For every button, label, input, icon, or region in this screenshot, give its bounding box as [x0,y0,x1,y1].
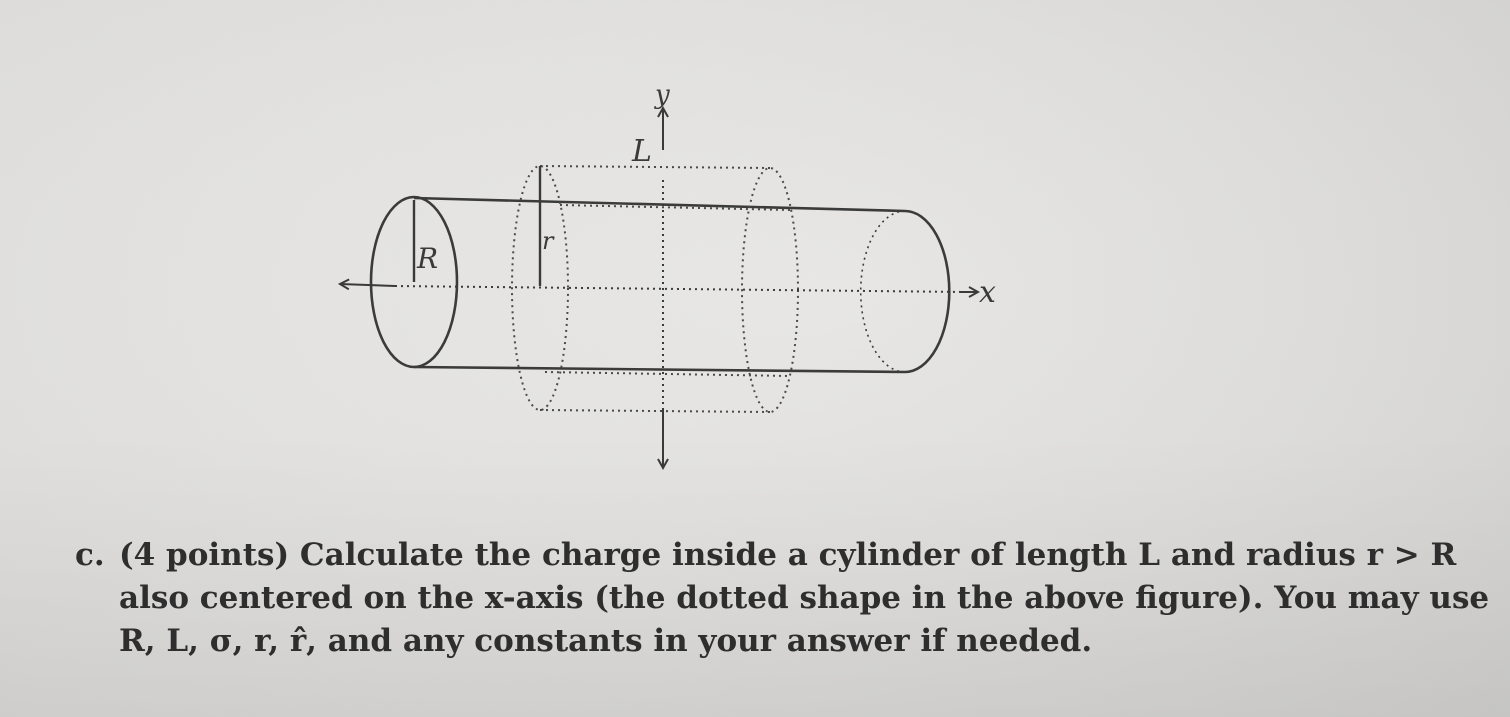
label-x: x [979,275,996,310]
gaussian-top-edge [539,165,771,169]
label-R: R [416,242,438,275]
inner-solid-cylinder [369,195,951,374]
inner-dotted-bottom [544,371,791,377]
label-r: r [542,227,555,255]
label-L: L [631,134,652,169]
cylinder-left-end [369,195,459,369]
gaussian-left-end [511,165,569,411]
cylinder-right-end-solid [904,209,951,374]
label-y: y [654,80,670,110]
problem-line-3: R, L, σ, r, r̂, and any constants in you… [119,623,1093,659]
inner-dotted-top [559,204,791,211]
gaussian-bottom-edge [539,409,771,413]
cylinder-top-edge [413,196,906,213]
cylinder-bottom-edge [413,365,906,374]
problem-line-1: c. (4 points) Calculate the charge inside… [75,534,1456,577]
problem-statement: c. (4 points) Calculate the charge inside… [75,534,1490,663]
x-axis [340,284,978,292]
problem-line-2: also centered on the x-axis (the dotted … [119,580,1490,616]
problem-text-line-1: (4 points) Calculate the charge inside a… [119,537,1457,573]
problem-item-label: c. [75,537,105,573]
